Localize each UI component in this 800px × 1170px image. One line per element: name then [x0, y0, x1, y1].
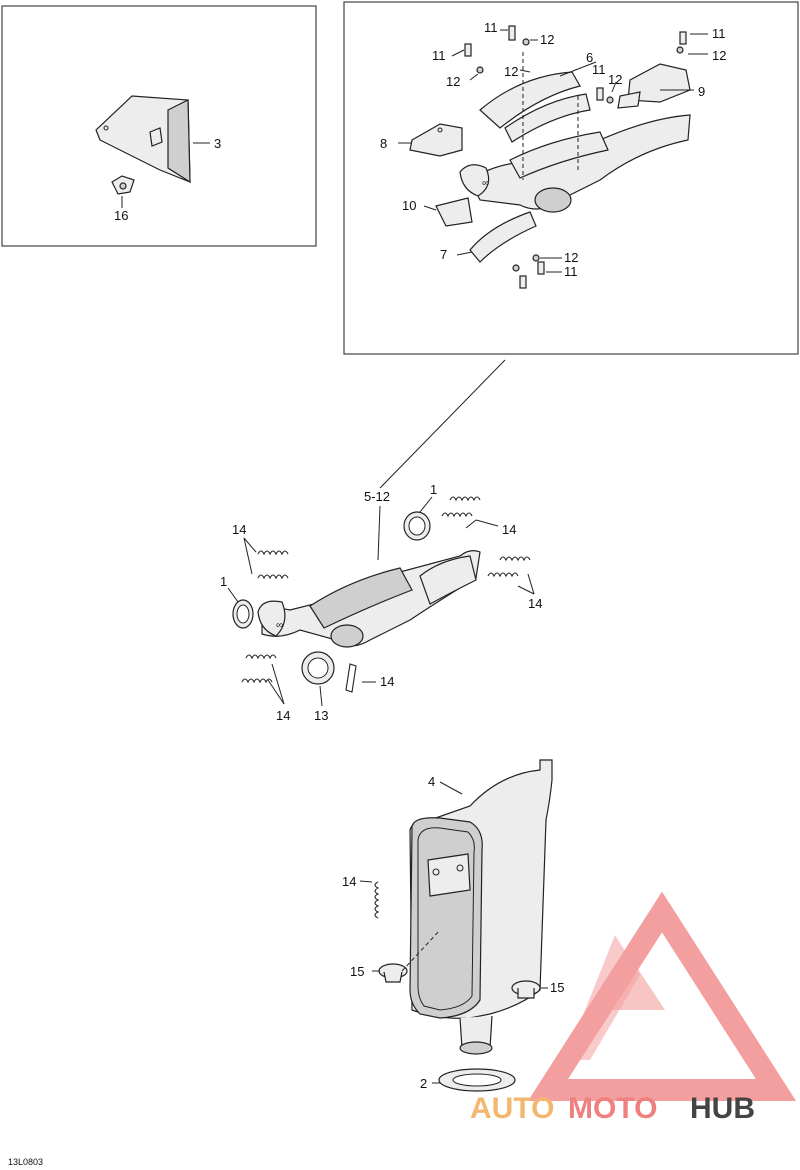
callout-11: 11	[712, 26, 726, 41]
gasket-part-2	[438, 1068, 516, 1092]
callout-11: 11	[484, 20, 498, 35]
watermark-triangle-shape	[527, 891, 797, 1101]
gasket-part-13	[301, 651, 335, 685]
callout-2: 2	[420, 1076, 427, 1091]
muffler-header-pipe-assembly: ∞	[459, 114, 691, 213]
callout-16: 16	[114, 208, 128, 223]
callout-14: 14	[380, 674, 394, 689]
callout-11: 11	[592, 62, 606, 77]
svg-text:∞: ∞	[276, 620, 283, 631]
callout-3: 3	[214, 136, 221, 151]
nut-12-set	[476, 38, 684, 272]
leaders-middle	[227, 496, 535, 707]
svg-text:∞: ∞	[482, 178, 489, 189]
gasket-part-1-upper	[403, 511, 431, 541]
callout-14: 14	[276, 708, 290, 723]
watermark-inner-shape	[600, 960, 665, 1010]
grommet-part-15-left	[378, 963, 408, 983]
callout-12: 12	[608, 72, 622, 87]
callout-11: 11	[432, 48, 446, 63]
callout-4: 4	[428, 774, 435, 789]
header-pipe-assembly-5-12: ∞	[257, 550, 481, 648]
bracket-part-9	[617, 63, 691, 109]
heat-shield-part-6	[479, 71, 591, 143]
callout-labels: 3 16 11 11 12 12 12 6 11 12 11 12 9 8 10…	[8, 20, 726, 1167]
callout-7: 7	[440, 247, 447, 262]
callout-14: 14	[232, 522, 246, 537]
callout-1: 1	[220, 574, 227, 589]
wordmark-auto: AUTO	[470, 1092, 554, 1125]
heat-shield-part-7	[469, 211, 537, 263]
muffler-part-4	[409, 759, 553, 1055]
callout-12: 12	[564, 250, 578, 265]
callout-6: 6	[586, 50, 593, 65]
callout-14: 14	[342, 874, 356, 889]
heat-shield-upper-assy	[509, 131, 609, 179]
callout-10: 10	[402, 198, 416, 213]
callout-8: 8	[380, 136, 387, 151]
automotohub-logo	[527, 891, 797, 1101]
heat-shield-part-10	[435, 197, 473, 227]
callout-13: 13	[314, 708, 328, 723]
inset-connector-line	[379, 359, 506, 489]
callout-9: 9	[698, 84, 705, 99]
callout-12: 12	[540, 32, 554, 47]
bolt-11-set	[464, 25, 687, 289]
wordmark-moto: MOTO	[568, 1092, 657, 1125]
clip-part-16	[111, 175, 135, 195]
diagram-code: 13L0803	[8, 1157, 43, 1167]
callout-12: 12	[446, 74, 460, 89]
callout-14: 14	[502, 522, 516, 537]
callout-15: 15	[550, 980, 564, 995]
leaders-right-box	[398, 29, 708, 273]
callout-14: 14	[528, 596, 542, 611]
callout-1: 1	[430, 482, 437, 497]
inset-frame-right	[343, 1, 799, 355]
heat-shield-part-3	[95, 95, 191, 184]
watermark-stripe-shape	[565, 935, 640, 1060]
heat-shield-part-8	[409, 123, 463, 157]
wordmark-hub: HUB	[690, 1092, 755, 1125]
callout-5-12: 5-12	[364, 489, 390, 504]
callout-15: 15	[350, 964, 364, 979]
spring-part-14-set	[241, 496, 531, 919]
callout-12: 12	[712, 48, 726, 63]
leaders-bottom	[359, 781, 548, 1084]
gasket-part-1-left	[232, 599, 254, 629]
automotohub-wordmark: AUTO MOTO HUB	[470, 1092, 755, 1125]
inset-frame-left	[1, 5, 317, 247]
callout-12: 12	[504, 64, 518, 79]
callout-11: 11	[564, 264, 578, 279]
